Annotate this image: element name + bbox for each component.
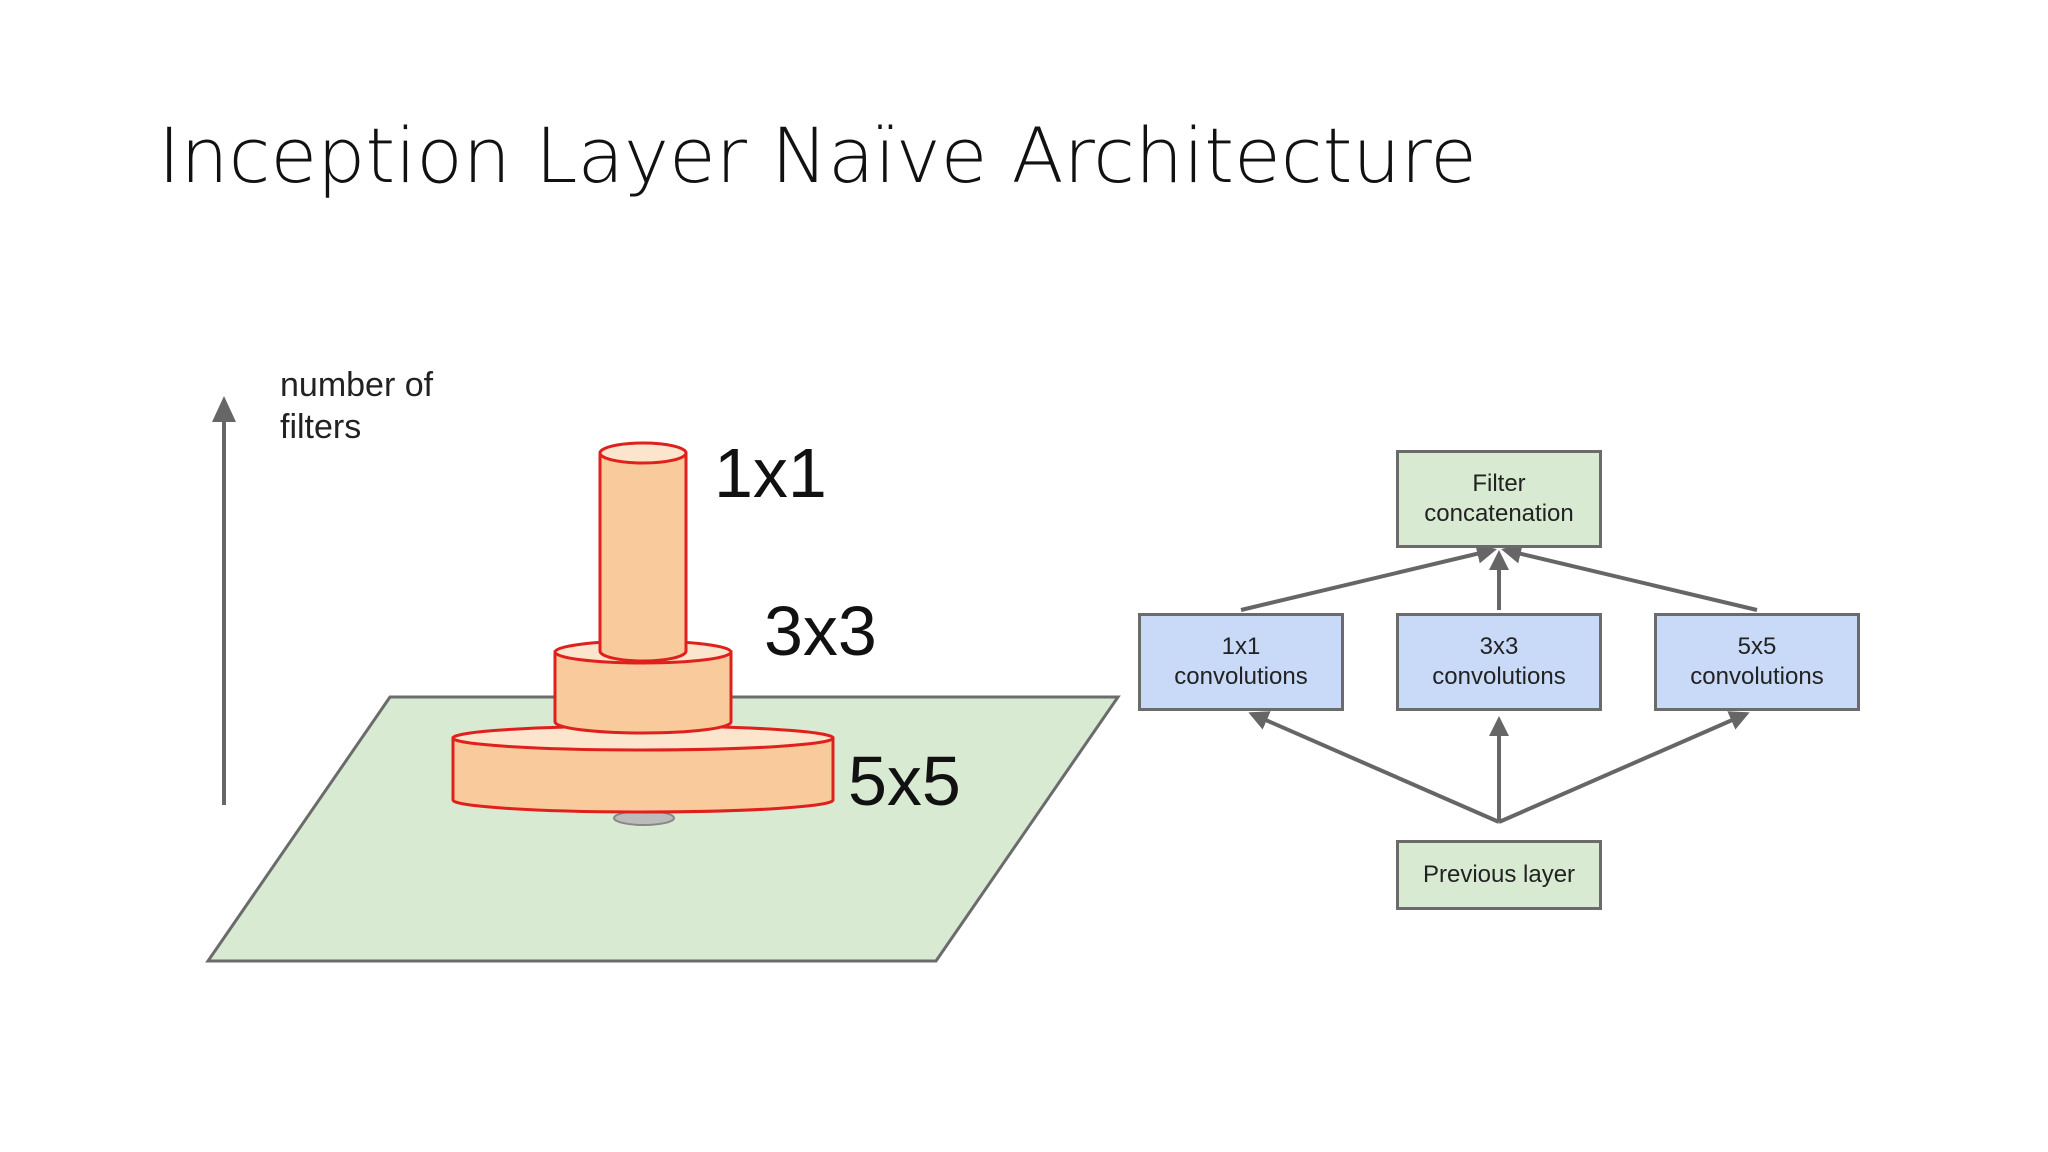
previous-layer-label: Previous layer — [1422, 861, 1576, 888]
arrows-from-previous-layer — [1248, 711, 1750, 824]
conv-1x1-box: 1x1 convolutions — [1138, 613, 1344, 711]
filter-concatenation-box: Filter concatenation — [1396, 450, 1602, 548]
conv-3x3-box: 3x3 convolutions — [1396, 613, 1602, 711]
size-label-3x3: 3x3 — [764, 592, 877, 670]
slide-title: Inception Layer Naïve Architecture — [158, 111, 1477, 200]
axis-label-line1: number of — [280, 366, 434, 404]
conv-3x3-line1: 3x3 — [1479, 633, 1519, 660]
conv-5x5-line2: convolutions — [1690, 663, 1824, 690]
axis-label-line2: filters — [280, 408, 362, 446]
conv-1x1-line1: 1x1 — [1221, 633, 1261, 660]
arrows-to-concatenation — [1240, 543, 1758, 612]
concatenation-line2: concatenation — [1424, 500, 1574, 527]
cylinder-5x5 — [451, 724, 835, 814]
filters-axis-label: number of filters — [280, 364, 433, 448]
size-label-1x1: 1x1 — [714, 434, 827, 512]
conv-3x3-line2: convolutions — [1432, 663, 1566, 690]
conv-5x5-box: 5x5 convolutions — [1654, 613, 1860, 711]
feature-map-plane — [205, 695, 1121, 963]
cylinder-1x1 — [598, 441, 688, 663]
conv-5x5-line1: 5x5 — [1737, 633, 1777, 660]
conv-1x1-line2: convolutions — [1174, 663, 1308, 690]
previous-layer-box: Previous layer — [1396, 840, 1602, 910]
size-label-5x5: 5x5 — [848, 742, 961, 820]
concatenation-line1: Filter — [1472, 470, 1526, 497]
filters-axis-arrow — [212, 396, 236, 805]
